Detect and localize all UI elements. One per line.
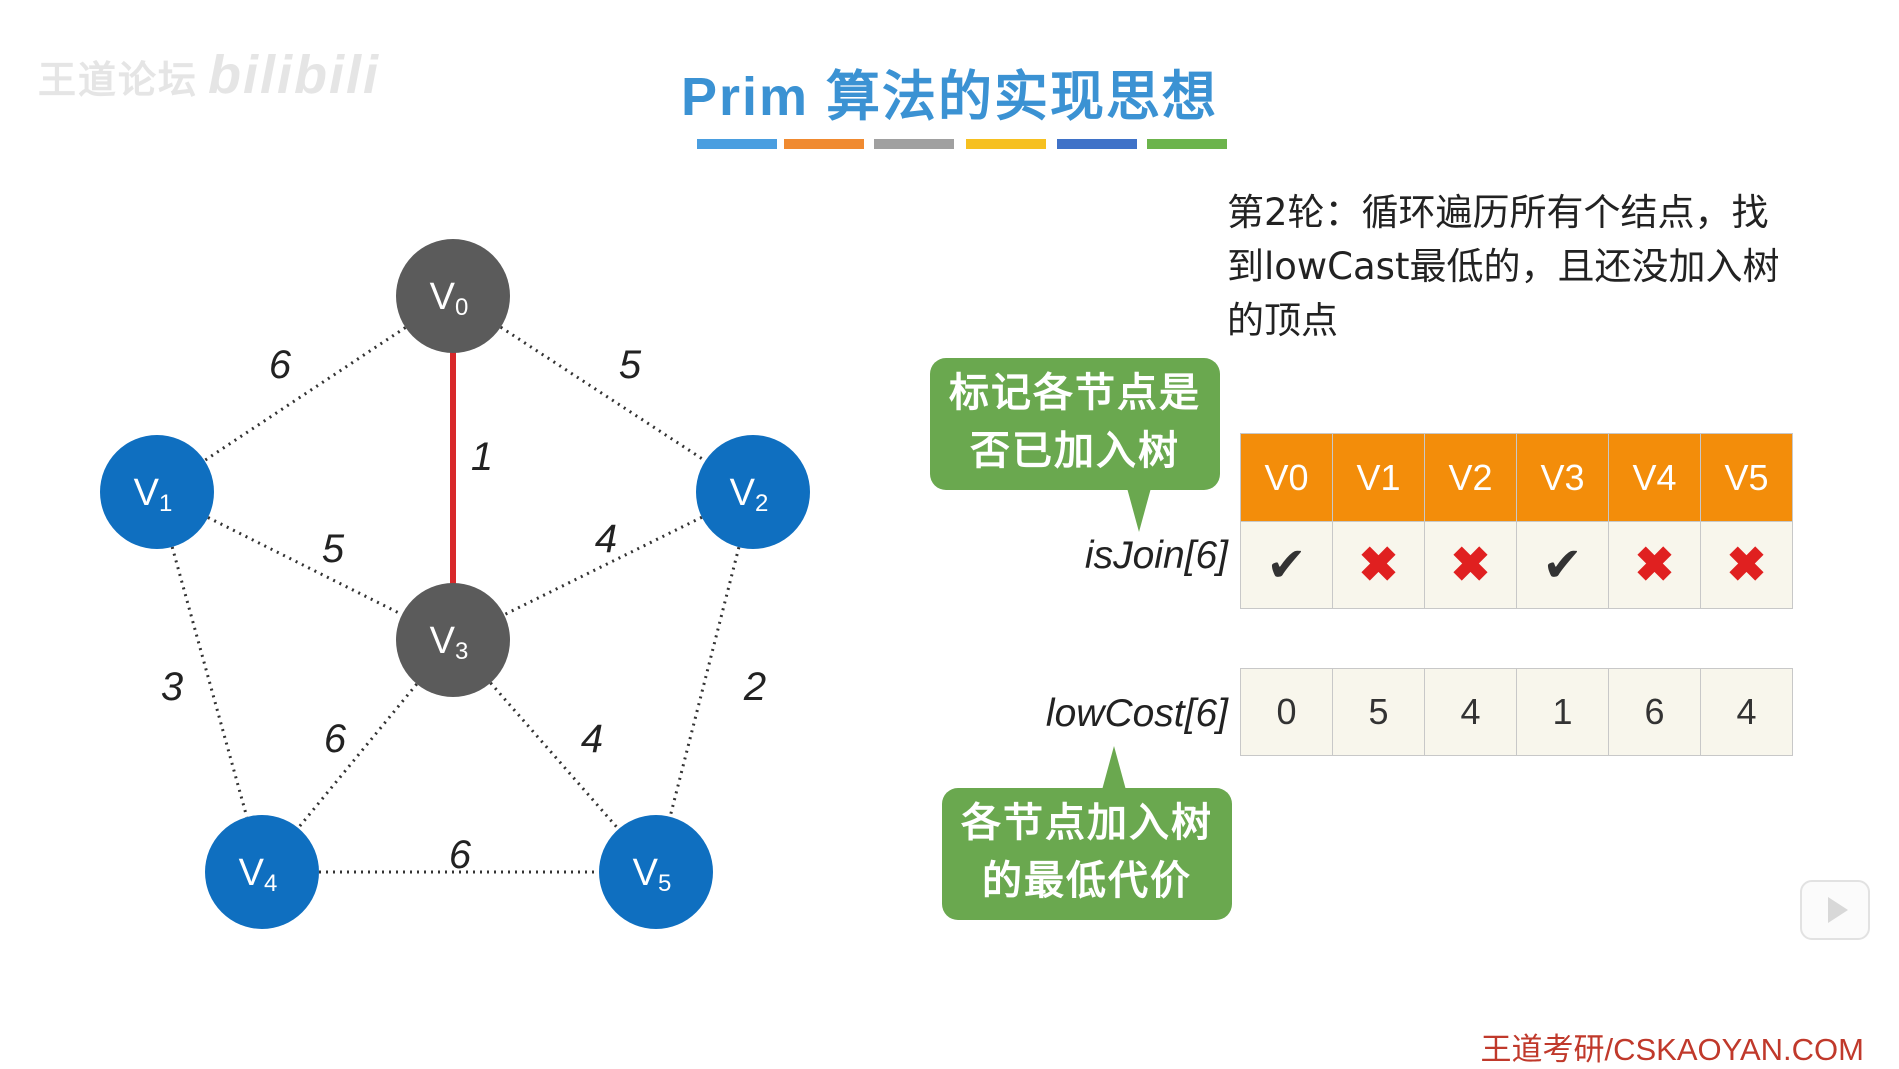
lowcost-callout: 各节点加入树 的最低代价 (942, 788, 1232, 920)
title-bar-segment (1147, 139, 1227, 149)
edge-weight-label: 1 (471, 435, 493, 479)
lowcost-cell: 4 (1700, 668, 1793, 756)
header-cell: V5 (1700, 433, 1793, 522)
cross-icon: ✖ (1608, 521, 1701, 609)
edge-v2-v3 (503, 515, 703, 617)
cross-icon: ✖ (1332, 521, 1425, 609)
edge-v0-v2 (499, 325, 707, 463)
round-description: 第2轮：循环遍历所有个结点，找 到lowCast最低的，且还没加入树 的顶点 (1227, 186, 1797, 348)
lowcost-cell: 4 (1424, 668, 1517, 756)
title-bar-segment (874, 139, 954, 149)
isjoin-label: isJoin[6] (1084, 534, 1228, 577)
title-bar-segment (966, 139, 1046, 149)
node-v2 (696, 435, 810, 549)
watermark-text: 王道论坛 (38, 60, 199, 102)
callout-line: 标记各节点是 (949, 370, 1201, 416)
header-cell: V0 (1240, 433, 1333, 522)
edge-v1-v3 (207, 516, 403, 616)
callout-line: 否已加入树 (970, 428, 1180, 474)
edge-v3-v4 (297, 683, 418, 829)
edge-weight-label: 6 (449, 833, 472, 877)
edge-weight-label: 5 (322, 527, 345, 571)
node-label: V5 (633, 852, 672, 897)
edge-weight-label: 6 (269, 343, 292, 387)
play-button[interactable] (1800, 880, 1870, 940)
lowcost-cell: 5 (1332, 668, 1425, 756)
isjoin-row: ✔ ✖ ✖ ✔ ✖ ✖ (1240, 521, 1793, 609)
lowcost-cell: 1 (1516, 668, 1609, 756)
lowcost-row: 0 5 4 1 6 4 (1240, 668, 1793, 756)
edge-v0-v1 (203, 326, 407, 462)
header-row: V0 V1 V2 V3 V4 V5 (1240, 433, 1793, 522)
edge-v3-v5 (489, 681, 620, 831)
cross-icon: ✖ (1424, 521, 1517, 609)
header-cell: V4 (1608, 433, 1701, 522)
callout-line: 各节点加入树 (961, 800, 1213, 846)
lowcost-table: 0 5 4 1 6 4 (1240, 668, 1793, 756)
isjoin-callout: 标记各节点是 否已加入树 (930, 358, 1220, 490)
lowcost-cell: 0 (1240, 668, 1333, 756)
edge-weight-label: 4 (581, 717, 603, 761)
edge-weight-label: 2 (743, 665, 766, 709)
edge-v2-v5 (668, 546, 741, 818)
node-v5 (599, 815, 713, 929)
title-bar-segment (784, 139, 864, 149)
callout-line: 的最低代价 (982, 858, 1192, 904)
check-icon: ✔ (1516, 521, 1609, 609)
callout-pointer (1127, 488, 1151, 532)
cross-icon: ✖ (1700, 521, 1793, 609)
play-icon (1828, 897, 1848, 923)
description-line: 第2轮：循环遍历所有个结点，找 (1227, 191, 1769, 234)
edge-weight-label: 6 (324, 717, 347, 761)
node-label: V0 (430, 276, 469, 321)
edge-weight-label: 4 (595, 517, 617, 561)
edge-weight-label: 5 (619, 343, 642, 387)
title-bar-segment (1057, 139, 1137, 149)
footer-credit: 王道考研/CSKAOYAN.COM (1480, 1032, 1864, 1067)
lowcost-cell: 6 (1608, 668, 1701, 756)
check-icon: ✔ (1240, 521, 1333, 609)
bilibili-logo: bilibili (208, 45, 381, 105)
isjoin-table: V0 V1 V2 V3 V4 V5 ✔ ✖ ✖ ✔ ✖ ✖ (1240, 433, 1793, 609)
node-label: V4 (239, 852, 278, 897)
header-cell: V3 (1516, 433, 1609, 522)
edge-v1-v4 (170, 546, 249, 818)
callout-pointer (1102, 746, 1126, 790)
title-bar-segment (697, 139, 777, 149)
description-line: 到lowCast最低的，且还没加入树 (1227, 245, 1780, 288)
header-cell: V1 (1332, 433, 1425, 522)
node-v3 (396, 583, 510, 697)
edge-weight-label: 3 (161, 665, 183, 709)
header-cell: V2 (1424, 433, 1517, 522)
description-line: 的顶点 (1227, 299, 1338, 342)
node-v4 (205, 815, 319, 929)
lowcost-label: lowCost[6] (1045, 692, 1228, 735)
page-title: Prim 算法的实现思想 (680, 67, 1219, 127)
node-v1 (100, 435, 214, 549)
node-v0 (396, 239, 510, 353)
